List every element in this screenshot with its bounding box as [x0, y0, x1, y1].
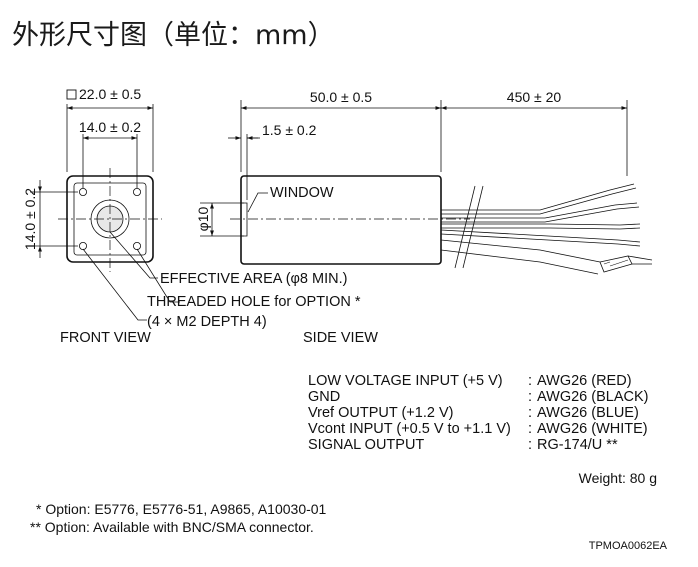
cable-wire: [440, 233, 619, 245]
wiring-signal: LOW VOLTAGE INPUT (+5 V): [308, 373, 503, 389]
cable-bundle: [440, 183, 653, 275]
wiring-sep: :: [528, 405, 532, 421]
square-symbol-icon: [66, 89, 77, 100]
effective-area-label: EFFECTIVE AREA (φ8 MIN.): [160, 271, 347, 287]
footnote: * Option: E5776, E5776-51, A9865, A10030…: [36, 501, 327, 517]
dim-front-width: 22.0 ± 0.5: [79, 86, 141, 102]
threaded-hole-detail: (4 × M2 DEPTH 4): [147, 314, 267, 330]
wiring-sep: :: [528, 421, 532, 437]
dim-diameter: φ10: [195, 206, 211, 231]
wiring-table: LOW VOLTAGE INPUT (+5 V) : AWG26 (RED) G…: [308, 373, 648, 453]
window-label: WINDOW: [270, 185, 334, 201]
front-view-label: FRONT VIEW: [60, 330, 151, 346]
threaded-hole-label: THREADED HOLE for OPTION *: [147, 294, 361, 310]
dim-window-offset: 1.5 ± 0.2: [262, 122, 317, 138]
wiring-signal: SIGNAL OUTPUT: [308, 437, 424, 453]
side-view-label: SIDE VIEW: [303, 330, 378, 346]
cable-wire: [441, 227, 621, 230]
cable-wire: [441, 204, 616, 219]
wire-tip: [617, 239, 641, 247]
coax-core: [627, 255, 653, 265]
cable-wire: [440, 249, 599, 275]
break-line: [462, 185, 484, 269]
dim-hole-spacing: 14.0 ± 0.2: [79, 119, 141, 135]
break-line: [454, 185, 476, 269]
side-window-recess: [241, 202, 248, 237]
wire-tip: [614, 202, 640, 210]
side-body-outline: [240, 175, 442, 265]
weight-label: Weight: 80 g: [579, 470, 657, 486]
wiring-cable: AWG26 (BLACK): [537, 389, 648, 405]
wiring-signal: Vcont INPUT (+0.5 V to +1.1 V): [308, 421, 511, 437]
wiring-cable: AWG26 (RED): [537, 373, 632, 389]
wiring-cable: RG-174/U **: [537, 437, 618, 453]
wire-tip: [619, 223, 641, 230]
threaded-hole-br: [132, 241, 141, 250]
wiring-sep: :: [528, 437, 532, 453]
wiring-cable: AWG26 (WHITE): [537, 421, 648, 437]
cable-wire: [441, 193, 613, 215]
footnote: ** Option: Available with BNC/SMA connec…: [30, 519, 314, 535]
dim-cable-length: 450 ± 20: [507, 89, 562, 105]
wiring-cable: AWG26 (BLUE): [537, 405, 639, 421]
leader-threaded-hole-2: [82, 248, 147, 321]
threaded-hole-bl: [79, 241, 88, 250]
wiring-signal: Vref OUTPUT (+1.2 V): [308, 405, 453, 421]
wire-tip: [609, 183, 637, 195]
drawing-code: TPMOA0062EA: [589, 540, 668, 552]
wiring-sep: :: [528, 389, 532, 405]
dim-hole-spacing-vertical: 14.0 ± 0.2: [22, 188, 38, 250]
cable-wire: [440, 229, 619, 241]
cable-wire: [440, 239, 601, 263]
cable-wire: [441, 208, 618, 223]
leader-window: [247, 192, 268, 213]
wiring-signal: GND: [308, 389, 340, 405]
leader-threaded-hole: [136, 248, 180, 303]
threaded-hole-tl: [79, 187, 88, 196]
threaded-hole-tr: [132, 187, 141, 196]
dim-side-length: 50.0 ± 0.5: [310, 89, 372, 105]
coax-braid: [603, 259, 629, 267]
wiring-sep: :: [528, 373, 532, 389]
page-title: 外形尺寸图（单位：mm）: [12, 20, 335, 51]
cable-wire: [441, 189, 611, 211]
front-view: 22.0 ± 0.5 14.0 ± 0.2 14.0 ± 0.2 EFFECTI…: [22, 86, 361, 346]
cable-wire: [441, 223, 621, 226]
side-view: 50.0 ± 0.5 450 ± 20 1.5 ± 0.2 φ10 WINDOW: [195, 89, 653, 346]
